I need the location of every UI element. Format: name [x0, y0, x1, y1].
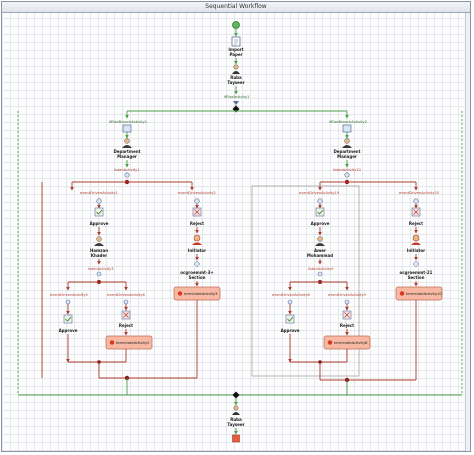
left-listen3-icon[interactable] [96, 271, 102, 277]
right-branch-icon[interactable] [342, 124, 352, 133]
left-reject2-label: Reject [119, 323, 133, 328]
left-event6-label: eventDrivenActivity6 [107, 293, 146, 297]
left-approve2-icon[interactable] [63, 314, 73, 324]
left-event-a-label: eventDrivenActivity1 [80, 191, 118, 195]
terminate-icon [109, 340, 115, 345]
right-manager-icon[interactable] [344, 138, 350, 144]
workflow-title: Sequential Workflow [205, 3, 267, 10]
right-terminate10-label: terminateActivity10 [406, 292, 442, 296]
left-event-b-icon[interactable] [194, 198, 200, 204]
right-event8-label: eventDrivenActivity8 [272, 293, 311, 297]
left-listen3-label: listenActivity3 [88, 267, 114, 271]
right-event-b-label: eventDrivenActivity20 [399, 191, 440, 195]
terminate-icon [177, 291, 183, 296]
right-listen9-icon[interactable] [317, 271, 323, 277]
left-approve-label: Approve [90, 221, 109, 226]
right-initiator-icon[interactable] [412, 234, 420, 242]
right-reviewer-icon[interactable] [317, 236, 323, 242]
left-approve2-label: Approve [59, 328, 78, 333]
right-reject2-label: Reject [340, 323, 354, 328]
right-event8-icon[interactable] [287, 299, 293, 305]
left-terminate2-box[interactable] [105, 335, 153, 350]
right-event-a-label: eventDrivenActivity19 [299, 191, 340, 195]
import-paper-icon[interactable] [231, 36, 241, 47]
right-terminate8-label: terminateActivity8 [334, 341, 368, 345]
left-event-a-icon[interactable] [96, 198, 102, 204]
left-branch-label: ifElseBranchActivity1 [109, 120, 147, 124]
left-terminate2-label: terminateActivity2 [116, 341, 149, 345]
left-screen-icon[interactable] [193, 260, 201, 268]
left-screen-label: ocgroemmt-3+Section [180, 270, 213, 280]
right-listen-label: listenActivity10 [333, 168, 361, 172]
right-approve2-label: Approve [281, 328, 300, 333]
ifelse-merge-connector [232, 391, 240, 399]
left-event-b-label: eventDrivenActivity2 [178, 191, 216, 195]
left-event5-label: eventDrivenActivity5 [50, 293, 88, 297]
ifelse-connector [232, 105, 240, 113]
left-reviewer-icon[interactable] [96, 236, 102, 242]
left-listen-icon[interactable] [124, 172, 130, 178]
left-terminate3-label: terminateActivity3 [184, 292, 217, 296]
selected-activity-frame [251, 185, 360, 377]
left-event6-icon[interactable] [123, 299, 129, 305]
right-approve2-icon[interactable] [285, 314, 295, 324]
right-event-a-icon[interactable] [317, 198, 323, 204]
left-initiator-label: Initiator [188, 248, 206, 253]
right-reject-label: Reject [409, 221, 423, 226]
ifelse-label: ifElseActivity1 [224, 95, 249, 99]
left-initiator-icon[interactable] [193, 234, 201, 242]
right-screen-icon[interactable] [412, 260, 420, 268]
designer-title-bar: Sequential Workflow [2, 2, 470, 13]
right-listen9-label: listenActivity9 [308, 267, 334, 271]
right-branch-label: ifElseBranchActivity2 [329, 120, 367, 124]
right-event9-icon[interactable] [344, 299, 350, 305]
left-reject-label: Reject [190, 221, 204, 226]
right-approve-icon[interactable] [315, 207, 325, 217]
right-terminate10-box[interactable] [395, 286, 443, 301]
left-manager-icon[interactable] [124, 138, 130, 144]
end-icon [232, 434, 240, 443]
left-listen-label: listenActivity1 [114, 168, 140, 172]
right-approve-label: Approve [311, 221, 330, 226]
right-initiator-label: Initiator [407, 248, 425, 253]
vertical-scrollbar[interactable] [465, 13, 470, 451]
right-listen-icon[interactable] [344, 172, 350, 178]
person-icon[interactable] [233, 64, 239, 70]
terminate-icon [327, 340, 333, 345]
bottom-person-icon[interactable] [233, 405, 239, 411]
left-event5-icon[interactable] [65, 299, 71, 305]
left-branch-icon[interactable] [122, 124, 132, 133]
right-event-b-icon[interactable] [413, 198, 419, 204]
right-event9-label: eventDrivenActivity9 [328, 293, 367, 297]
left-approve-icon[interactable] [94, 207, 104, 217]
terminate-icon [399, 291, 405, 296]
start-icon [232, 21, 240, 29]
ifelse-icon[interactable] [233, 101, 239, 105]
